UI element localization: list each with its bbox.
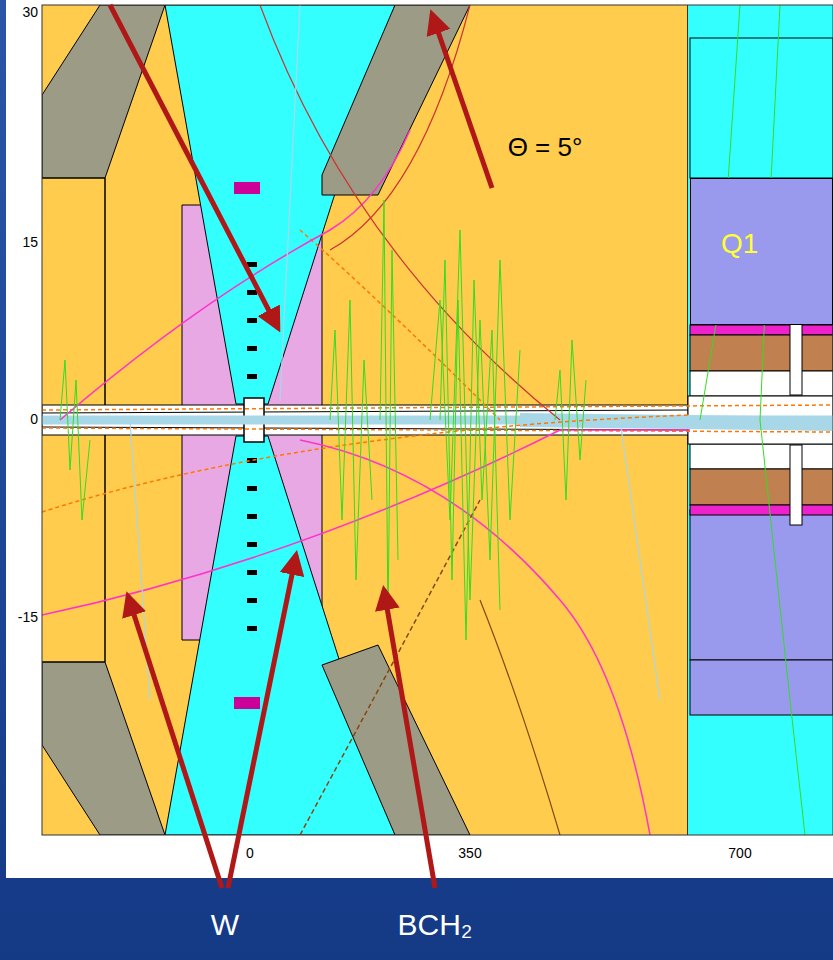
quadrupole-box: Q1 [690, 178, 833, 325]
bch2-band [322, 5, 470, 195]
axis-tick: 30 [22, 5, 38, 20]
sensor-dashes [247, 262, 257, 631]
coil [690, 469, 833, 505]
particle-tracks [42, 5, 833, 835]
callout-arrows [110, 5, 492, 888]
magenta-block [234, 182, 260, 194]
axis-tick: 700 [728, 846, 751, 861]
axis-tick: 0 [30, 412, 38, 427]
axis-tick: -15 [18, 610, 38, 625]
magenta-block [234, 697, 260, 709]
material-label: BCH₂ [398, 908, 473, 941]
bch2-band [42, 5, 165, 178]
axis-tick: 350 [458, 846, 481, 861]
plot-panel [6, 0, 833, 878]
bch2-band [42, 662, 165, 835]
angle-label: Θ = 5° [508, 133, 583, 162]
quadrupole-yoke [690, 510, 833, 660]
magnet-name: Q1 [721, 229, 826, 260]
plot-frame [42, 5, 833, 835]
axis-tick: 0 [246, 846, 254, 861]
geometry [42, 5, 833, 835]
cone-region [165, 5, 395, 404]
material-label: W [211, 908, 239, 941]
axis-tick: 15 [22, 235, 38, 250]
